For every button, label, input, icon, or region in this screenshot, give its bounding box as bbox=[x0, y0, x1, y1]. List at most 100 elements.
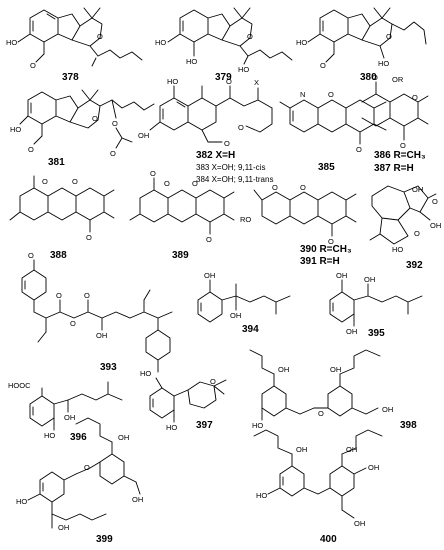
atom-label: HO bbox=[140, 369, 151, 378]
compound-label: 394 bbox=[242, 324, 259, 335]
atom-label: OH bbox=[412, 185, 423, 194]
atom-label: HO bbox=[155, 38, 166, 47]
compound-394: OH OH 394 bbox=[197, 271, 291, 335]
compound-label: 393 bbox=[100, 362, 117, 373]
compound-label: 391 R=H bbox=[300, 256, 340, 267]
atom-label: OH bbox=[278, 365, 289, 374]
atom-label: O bbox=[356, 145, 362, 154]
compound-label: 385 bbox=[318, 162, 335, 173]
atom-label: HO bbox=[378, 59, 389, 68]
atom-label: O bbox=[30, 61, 36, 70]
atom-label: O bbox=[110, 149, 116, 158]
atom-label: O bbox=[328, 237, 334, 246]
atom-label: O bbox=[192, 179, 198, 188]
atom-label: HO bbox=[392, 245, 403, 254]
atom-label: RO bbox=[240, 215, 251, 224]
compound-label: 396 bbox=[70, 432, 87, 443]
compound-label: 398 bbox=[400, 420, 417, 431]
atom-label: HO bbox=[16, 497, 27, 506]
compound-398: OH OH HO O OH 398 bbox=[249, 349, 417, 431]
atom-label: OH bbox=[430, 221, 441, 230]
atom-label: HO bbox=[296, 38, 307, 47]
atom-label: O bbox=[224, 139, 230, 148]
atom-label: HO bbox=[166, 423, 177, 432]
compound-label: 395 bbox=[368, 328, 385, 339]
compound-label: 389 bbox=[172, 250, 189, 261]
atom-label: OH bbox=[204, 271, 215, 280]
compound-378: HO O O 378 bbox=[6, 7, 143, 83]
atom-label: O bbox=[28, 145, 34, 154]
atom-label: O bbox=[92, 114, 98, 123]
atom-label: O bbox=[432, 197, 438, 206]
atom-label: O bbox=[320, 61, 326, 70]
compound-label: 382 X=H bbox=[196, 150, 235, 161]
atom-label: OH bbox=[382, 405, 393, 414]
atom-label: O bbox=[42, 177, 48, 186]
atom-label: O bbox=[386, 32, 392, 41]
compound-label: 399 bbox=[96, 534, 113, 545]
atom-label: O bbox=[112, 119, 118, 128]
compound-380: HO O O HO 380 bbox=[296, 7, 427, 83]
atom-label: HO bbox=[167, 77, 178, 86]
compound-396: HOOC HO OH 396 bbox=[8, 381, 123, 443]
compound-386: O OR O O 386 R=CH₃ 387 R=H bbox=[361, 73, 429, 174]
atom-label: O bbox=[56, 291, 62, 300]
compound-382: HO OH O X O O 382 X=H 383 X=OH; 9,11-cis… bbox=[138, 77, 273, 184]
compound-label: 388 bbox=[50, 250, 67, 261]
atom-label: O bbox=[84, 291, 90, 300]
atom-label: O bbox=[414, 229, 420, 238]
compound-label: 387 R=H bbox=[374, 163, 414, 174]
atom-label: HO bbox=[6, 38, 17, 47]
atom-label: O bbox=[97, 32, 103, 41]
atom-label: OH bbox=[364, 275, 375, 284]
compound-399: OH HO O OH OH 399 bbox=[16, 417, 143, 545]
compound-label: 386 R=CH₃ bbox=[374, 150, 426, 161]
atom-label: N bbox=[300, 90, 305, 99]
atom-label: O bbox=[164, 179, 170, 188]
atom-label: O bbox=[86, 233, 92, 242]
atom-label: OH bbox=[118, 433, 129, 442]
atom-label: OH bbox=[346, 327, 357, 336]
atom-label: OH bbox=[354, 519, 365, 528]
atom-label: OH bbox=[64, 413, 75, 422]
compound-385: N O O 385 bbox=[279, 90, 387, 173]
compound-label: 392 bbox=[406, 260, 423, 271]
compound-379: HO HO O HO 379 bbox=[155, 7, 293, 83]
atom-label: O bbox=[72, 177, 78, 186]
atom-label: OH bbox=[138, 131, 149, 140]
atom-label: O bbox=[328, 90, 334, 99]
atom-label: O bbox=[150, 169, 156, 178]
atom-label: HO bbox=[256, 491, 267, 500]
atom-label: O bbox=[28, 251, 34, 260]
atom-label: O bbox=[206, 235, 212, 244]
compound-381: HO O O O O 381 bbox=[10, 89, 155, 168]
atom-label: O bbox=[247, 32, 253, 41]
atom-label: HO bbox=[186, 57, 197, 66]
compound-395: OH OH OH 395 bbox=[329, 271, 423, 339]
compound-label: 379 bbox=[215, 72, 232, 83]
atom-label: HO bbox=[44, 431, 55, 440]
compound-label: 384 X=OH; 9,11-trans bbox=[196, 175, 273, 184]
atom-label: OH bbox=[296, 445, 307, 454]
compound-label: 380 bbox=[360, 72, 377, 83]
compound-389: O O O O 389 bbox=[129, 169, 235, 261]
atom-label: HO bbox=[252, 421, 263, 430]
atom-label: OH bbox=[230, 311, 241, 320]
atom-label: HOOC bbox=[8, 381, 31, 390]
atom-label: OH bbox=[368, 463, 379, 472]
atom-label: HO bbox=[10, 125, 21, 134]
atom-label: O bbox=[400, 141, 406, 150]
atom-label: O bbox=[300, 183, 306, 192]
atom-label: HO bbox=[238, 65, 249, 74]
atom-label: O bbox=[272, 183, 278, 192]
atom-label: OH bbox=[132, 495, 143, 504]
atom-label: O bbox=[210, 377, 216, 386]
atom-label: OH bbox=[346, 445, 357, 454]
compound-393: OH O O OH HO 392 bbox=[369, 185, 441, 271]
compound-397: HO HO O 397 bbox=[140, 369, 227, 432]
compound-390: RO O O O 390 R=CH₃ 391 R=H bbox=[240, 183, 357, 267]
compound-label: 383 X=OH; 9,11-cis bbox=[196, 163, 265, 172]
compound-392: O O O O OH 393 bbox=[21, 251, 173, 373]
compound-label: 378 bbox=[62, 72, 79, 83]
